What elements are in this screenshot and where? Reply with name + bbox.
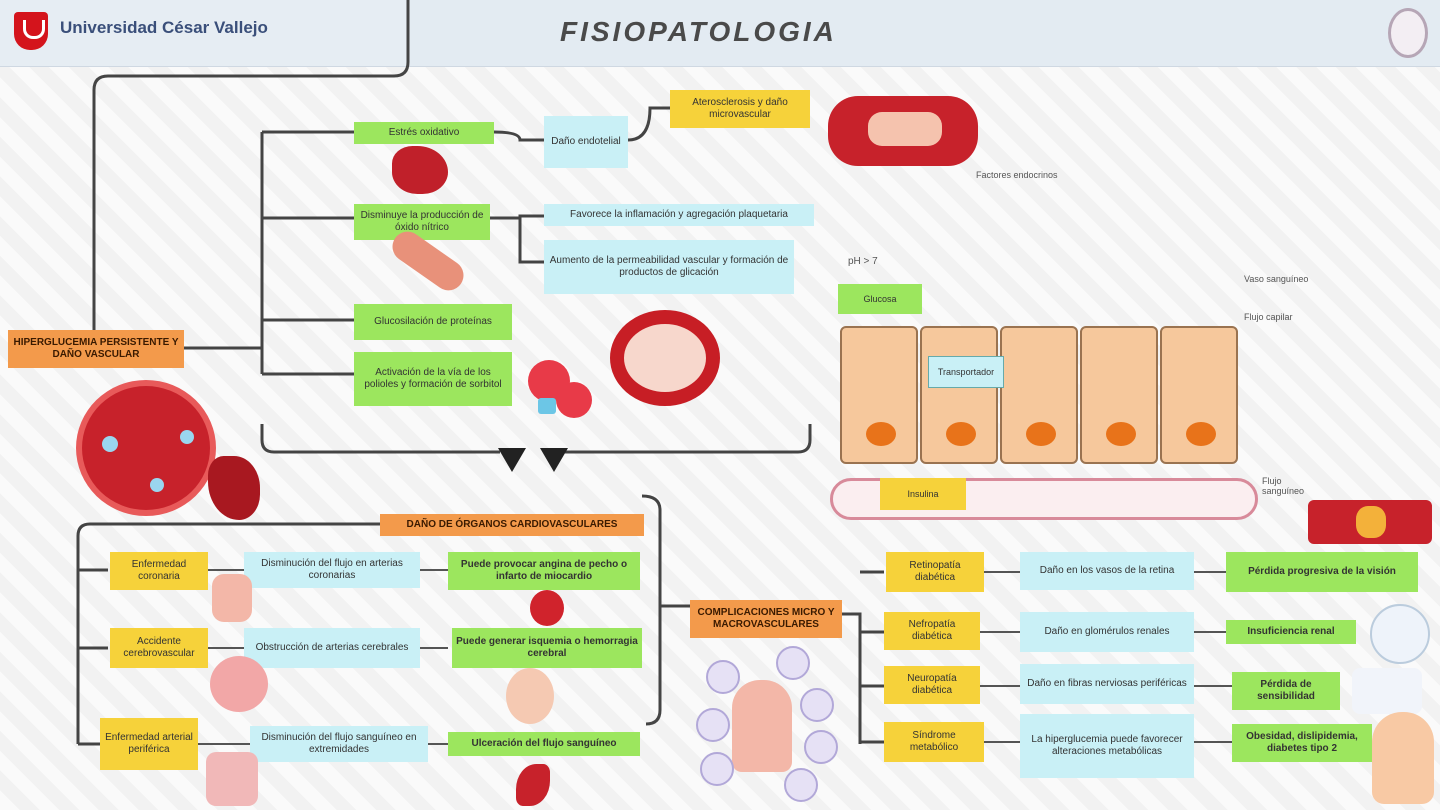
epithelial-cell-4 [1080,326,1158,464]
left-green-3: Ulceración del flujo sanguíneo [448,732,640,756]
right-cyan-4: La hiperglucemia puede favorecer alterac… [1020,714,1194,778]
left-green-2: Puede generar isquemia o hemorragia cere… [452,628,642,668]
pill-icon [1352,668,1422,714]
left-yellow-3: Enfermedad arterial periférica [100,718,198,770]
right-cyan-1: Daño en los vasos de la retina [1020,552,1194,590]
organ-icon-4 [804,730,838,764]
glucose-dot-icon-2 [180,430,194,444]
glucose-dot-icon-1 [102,436,118,452]
arrow-head-left [498,448,526,472]
nucleus-icon [946,422,976,446]
cardio-damage-header: DAÑO DE ÓRGANOS CARDIOVASCULARES [380,514,644,536]
right-green-3: Pérdida de sensibilidad [1232,672,1340,710]
glucose-icon [538,398,556,414]
organ-icon-6 [700,752,734,786]
glucose-box: Glucosa [838,284,922,314]
plaque-core-icon [868,112,942,146]
factors-label: Factores endocrinos [976,170,1058,180]
link-2 [627,106,670,142]
organ-icon-7 [784,768,818,802]
head-icon [506,668,554,724]
left-cyan-3: Disminución del flujo sanguíneo en extre… [250,726,428,762]
heart-icon [530,590,564,626]
clot-icon [208,456,260,520]
vessel-lumen-icon [76,380,216,516]
left-column-line [76,522,380,744]
right-green-4: Obesidad, dislipidemia, diabetes tipo 2 [1232,724,1372,762]
person-icon [1372,712,1434,804]
cyan-box-1: Daño endotelial [544,116,628,168]
brain-icon [210,656,268,712]
nucleus-icon [1186,422,1216,446]
vessel-zoom-icon [1370,604,1430,664]
organ-icon-5 [696,708,730,742]
page-title: FISIOPATOLOGIA [560,16,837,47]
root-box: HIPERGLUCEMIA PERSISTENTE Y DAÑO VASCULA… [8,330,184,368]
right-column-line [842,612,862,744]
right-yellow-1: Retinopatía diabética [886,552,984,592]
yellow-box-top: Aterosclerosis y daño microvascular [670,90,810,128]
epithelial-cell-3 [1000,326,1078,464]
left-yellow-1: Enfermedad coronaria [110,552,208,590]
university-name: Universidad César Vallejo [60,18,268,37]
ph-label: pH > 7 [848,256,878,267]
root-up-line [92,0,410,330]
university-shield-icon [14,12,48,50]
red-cell-icon-2 [556,382,592,418]
right-yellow-3: Neuropatía diabética [884,666,980,704]
link-3 [490,214,544,220]
right-cyan-2: Daño en glomérulos renales [1020,612,1194,652]
nucleus-icon [1026,422,1056,446]
left-green-1: Puede provocar angina de pecho o infarto… [448,552,640,590]
branch-box-1: Estrés oxidativo [354,122,494,144]
seal-icon [1388,8,1428,58]
left-cyan-1: Disminución del flujo en arterias corona… [244,552,420,588]
artery-cross-section-icon [610,310,720,406]
vessel-label: Vaso sanguíneo [1244,274,1309,284]
cyan-box-2: Favorece la inflamación y agregación pla… [544,204,814,226]
plaque-icon [1356,506,1386,538]
right-curve-arrow [558,424,812,454]
epithelial-cell-5 [1160,326,1238,464]
organ-icon-3 [800,688,834,722]
organ-icon-1 [706,660,740,694]
left-curve-arrow [260,424,500,454]
cyan-box-3: Aumento de la permeabilidad vascular y f… [544,240,794,294]
right-yellow-4: Síndrome metabólico [884,722,984,762]
link-1 [493,130,544,142]
arrow-head-right [540,448,568,472]
flow-label: Flujo sanguíneo [1262,476,1305,496]
leg-icon [206,752,258,806]
bracket-line [641,494,662,726]
heart-vessel-icon [212,574,252,622]
epithelial-cell-1 [840,326,918,464]
branch-box-3: Glucosilación de proteínas [354,304,512,340]
organ-icon-2 [776,646,810,680]
capillary-label: Flujo capilar [1244,312,1293,322]
right-green-2: Insuficiencia renal [1226,620,1356,644]
nucleus-icon [866,422,896,446]
right-cyan-3: Daño en fibras nerviosas periféricas [1020,664,1194,704]
right-green-1: Pérdida progresiva de la visión [1226,552,1418,592]
header-bar: Universidad César Vallejo FISIOPATOLOGIA [0,0,1440,67]
human-body-icon [732,680,792,772]
branch-box-4: Activación de la vía de los polioles y f… [354,352,512,406]
glucose-dot-icon-3 [150,478,164,492]
left-cyan-2: Obstrucción de arterias cerebrales [244,628,420,668]
link-4 [518,216,544,264]
right-yellow-2: Nefropatía diabética [884,612,980,650]
transporter-box: Transportador [928,356,1004,388]
nucleus-icon [1106,422,1136,446]
blood-cell-cluster-icon [392,146,448,194]
epithelial-cell-2 [920,326,998,464]
left-yellow-2: Accidente cerebrovascular [110,628,208,668]
complications-box: COMPLICACIONES MICRO Y MACROVASCULARES [690,600,842,638]
insulin-box: Insulina [880,478,966,510]
branch-box-2: Disminuye la producción de óxido nítrico [354,204,490,240]
logo-area: Universidad César Vallejo [0,0,410,66]
